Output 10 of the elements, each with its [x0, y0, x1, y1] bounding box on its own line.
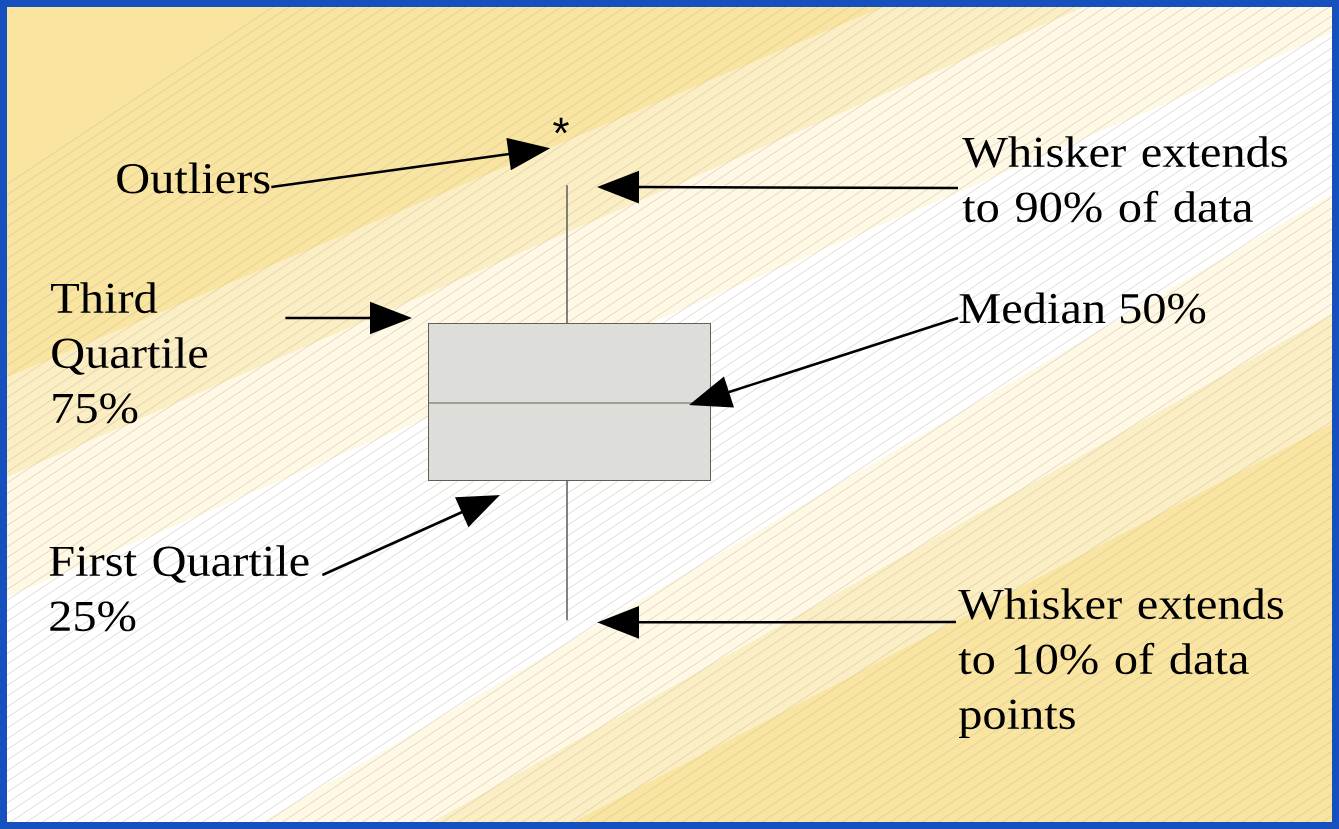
- annotation-text: Median 50%: [959, 292, 1206, 324]
- whisker-line: [566, 185, 568, 324]
- annotation-text: Whisker extends to 90% of data: [962, 136, 1287, 223]
- outlier-mark: *: [553, 117, 569, 134]
- annotation-text: Third Quartile 75%: [51, 282, 208, 424]
- whisker-line: [566, 480, 568, 621]
- box-plot-box: [428, 323, 711, 481]
- annotation-text: Whisker extends to 10% of data points: [958, 588, 1283, 739]
- annotation-text: Outliers: [117, 162, 270, 194]
- annotation-text: First Quartile 25%: [49, 545, 309, 632]
